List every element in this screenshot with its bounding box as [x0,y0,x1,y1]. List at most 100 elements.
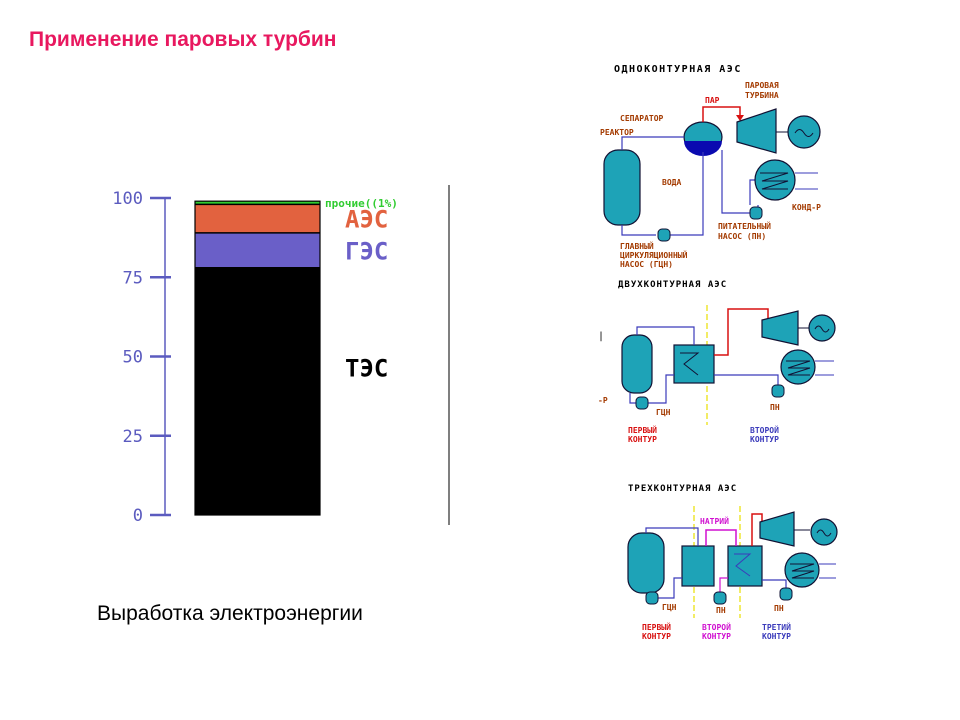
label-third-circuit-1: ТРЕТИЙ [762,621,791,632]
steam-generator [673,344,715,384]
steam-line [702,106,741,122]
condenser [780,349,816,385]
reactor-vessel [603,149,641,226]
feed-line [721,150,759,214]
condenser [784,552,820,588]
bar-segment-aes [195,204,320,233]
y-axis: 0 25 50 75 100 [112,189,171,526]
generator [808,314,836,342]
label-feed-pump-2: НАСОС (ПН) [718,232,766,241]
label-pn-1: ПН [716,606,726,615]
feed-pump [779,587,793,601]
separator-water [684,141,722,156]
label-second-circuit-2: КОНТУР [702,632,731,641]
reactor-to-separator [621,136,684,150]
bar-stack [194,200,321,516]
label-gcn: ГЦН [656,408,671,417]
bar-segment-ges [195,232,320,268]
intermediate-heat-exchanger [681,545,715,587]
condenser-coil [786,360,811,376]
condenser [754,159,796,201]
steam-line [714,308,769,356]
series-label-tes: ТЭС [345,355,388,383]
label-turbine-1: ПАРОВАЯ [745,81,779,90]
diagram-title: ОДНОКОНТУРНАЯ АЭС [614,64,742,75]
series-label-ges: ГЭС [345,237,388,265]
label-second-circuit-1: ВТОРОЙ [702,621,731,632]
chart-caption: Выработка электроэнергии [97,602,363,625]
label-third-circuit-2: КОНТУР [762,632,791,641]
steam-generator [727,545,763,587]
label-condenser: КОНД-Р [792,203,821,212]
left-edge-mark: | [598,331,604,342]
feed-line [714,374,779,385]
pump-to-reactor [629,393,636,404]
water-line [670,152,704,236]
reactor-vessel [627,532,665,594]
sodium-pump [713,591,727,605]
primary-cold-leg [648,374,674,404]
label-pn: ПН [770,403,780,412]
feed-pump [749,206,763,220]
steam-turbine [759,511,795,547]
label-steam: ПАР [705,96,720,105]
single-circuit-npp-diagram: ОДНОКОНТУРНАЯ АЭС ПАР ПАРОВАЯ ТУРБИНА СЕ… [600,64,821,269]
steam-turbine [761,310,799,346]
generator-symbol [814,325,830,333]
label-feed-pump-1: ПИТАТЕЛЬНЫЙ [718,220,771,231]
generator [787,115,821,149]
feed-line [762,579,787,588]
label-main-pump-3: НАСОС (ГЦН) [620,260,673,269]
series-label-aes: АЭС [345,206,388,234]
label-sodium: НАТРИЙ [700,515,729,526]
condenser-coil [790,563,815,579]
primary-return [658,577,682,599]
generator-symbol [794,129,814,137]
pump-to-reactor [621,225,656,236]
label-separator: СЕПАРАТОР [620,114,664,123]
primary-hot-leg [636,326,695,345]
label-water: ВОДА [662,178,681,187]
bar-segment-tes [195,267,320,515]
main-circulation-pump [645,591,659,605]
bar-outline [194,200,321,516]
y-tick-label: 100 [112,189,143,209]
feed-pump [771,384,785,398]
condenser-coil [760,172,789,190]
generator-symbol [816,529,832,537]
reactor-vessel [621,334,653,394]
generator [810,518,838,546]
label-turbine-2: ТУРБИНА [745,91,779,100]
y-tick-label: 50 [123,348,143,368]
steam-arrow [736,115,744,121]
diagram-title: ТРЕХКОНТУРНАЯ АЭС [628,484,737,494]
triple-circuit-npp-diagram: ТРЕХКОНТУРНАЯ АЭС НАТРИЙ ГЦН ПН ПН ПЕРВЫ… [627,484,838,641]
y-tick-label: 75 [123,268,143,288]
label-main-pump-1: ГЛАВНЫЙ [620,240,654,251]
label-gcn: ГЦН [662,603,677,612]
y-tick-label: 0 [133,506,143,526]
steam-turbine [736,108,777,154]
page-title: Применение паровых турбин [29,28,337,51]
label-first-circuit-1: ПЕРВЫЙ [642,621,671,632]
double-circuit-npp-diagram: ДВУХКОНТУРНАЯ АЭС | -Р ГЦН ПН ПЕРВЫЙ КОН… [598,280,836,444]
main-circulation-pump [657,228,671,242]
series-label-other: прочие((1%) [325,197,398,210]
steam-line [751,513,763,546]
sodium-loop [705,529,737,546]
label-first-circuit-2: КОНТУР [642,632,671,641]
steam-generator-coil [680,352,700,376]
label-first-circuit-1: ПЕРВЫЙ [628,424,657,435]
label-reactor: РЕАКТОР [600,128,634,137]
y-tick-label: 25 [123,427,143,447]
label-first-circuit-2: КОНТУР [628,435,657,444]
steam-generator-coil [734,553,752,577]
label-condenser-cut: -Р [598,396,608,405]
bar-segment-other [195,201,320,205]
diagram-title: ДВУХКОНТУРНАЯ АЭС [618,280,727,290]
label-main-pump-2: ЦИРКУЛЯЦИОННЫЙ [620,249,688,260]
main-circulation-pump [635,396,649,410]
label-second-circuit-1: ВТОРОЙ [750,424,779,435]
